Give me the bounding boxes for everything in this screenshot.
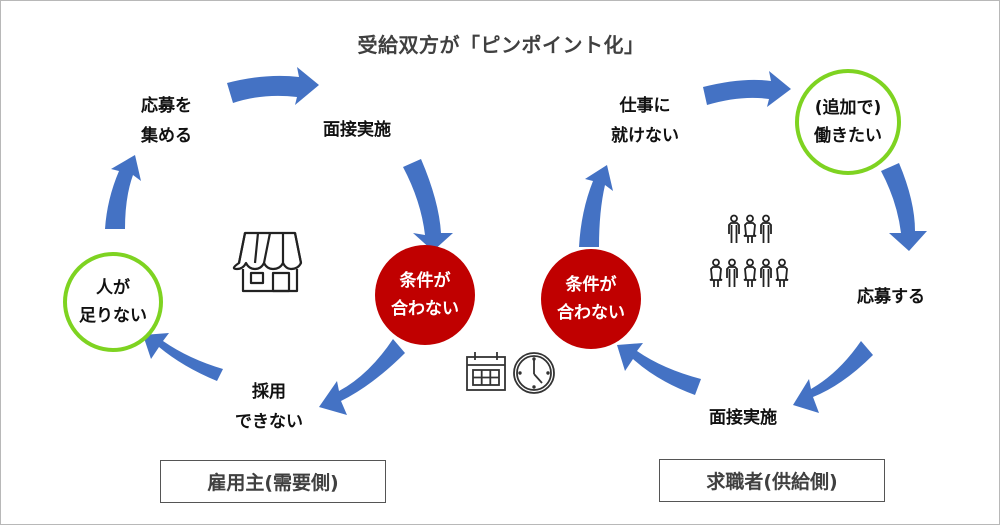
arrow-mismatch-to-nojob	[579, 165, 613, 247]
person-male-icon	[726, 258, 738, 287]
employer-mismatch-circle: 条件が 合わない	[375, 245, 475, 345]
person-female-icon	[709, 258, 723, 287]
step-cannot-hire: 採用 できない	[235, 377, 303, 437]
person-male-icon	[760, 214, 772, 243]
step-cannot-hire-line2: できない	[235, 412, 303, 432]
employer-mismatch-line1: 条件が	[399, 271, 451, 291]
step-gather-line2: 集める	[141, 126, 192, 146]
step-no-job-line1: 仕事に	[619, 96, 671, 116]
person-female-icon	[743, 258, 757, 287]
step-no-job-line2: 就けない	[611, 126, 679, 146]
staff-shortage-line2: 足りない	[79, 306, 147, 326]
person-female-icon	[743, 214, 757, 243]
person-male-icon	[760, 258, 772, 287]
step-gather-applicants: 応募を 集める	[141, 91, 192, 151]
arrow-cannot-to-shortage	[143, 333, 223, 381]
seeker-caption-box: 求職者(供給側)	[659, 459, 885, 502]
employer-mismatch-line2: 合わない	[391, 299, 459, 319]
step-seeker-interview: 面接実施	[709, 408, 777, 428]
clock-icon	[513, 352, 555, 394]
person-female-icon	[775, 258, 789, 287]
arrow-interview-to-mismatch-seeker	[617, 343, 701, 395]
step-no-job: 仕事に 就けない	[611, 91, 679, 151]
want-to-work-circle: (追加で) 働きたい	[795, 69, 901, 175]
seeker-mismatch-circle: 条件が 合わない	[541, 249, 641, 349]
step-gather-line1: 応募を	[141, 96, 192, 116]
arrow-shortage-to-gather	[105, 155, 141, 229]
seeker-mismatch-line2: 合わない	[557, 303, 625, 323]
want-to-work-line1: (追加で)	[814, 98, 882, 118]
employer-caption-box: 雇用主(需要側)	[160, 460, 386, 503]
step-apply: 応募する	[857, 287, 925, 307]
seeker-mismatch-line1: 条件が	[565, 275, 617, 295]
step-employer-interview: 面接実施	[323, 120, 391, 140]
arrow-interview-to-mismatch	[403, 159, 453, 251]
person-male-icon	[728, 214, 740, 243]
store-icon	[232, 231, 303, 293]
arrow-want-to-apply	[881, 163, 927, 251]
want-to-work-line2: 働きたい	[814, 126, 882, 146]
arrow-mismatch-to-cannot	[319, 339, 405, 415]
diagram-title: 受給双方が「ピンポイント化」	[357, 33, 645, 57]
arrow-nojob-to-want	[703, 71, 791, 107]
staff-shortage-line1: 人が	[96, 278, 130, 298]
step-cannot-hire-line1: 採用	[252, 382, 286, 402]
people-group-icon	[709, 214, 789, 287]
arrow-apply-to-interview	[793, 341, 873, 413]
calendar-icon	[466, 352, 506, 391]
arrow-gather-to-interview	[227, 67, 319, 105]
staff-shortage-circle: 人が 足りない	[63, 252, 163, 352]
